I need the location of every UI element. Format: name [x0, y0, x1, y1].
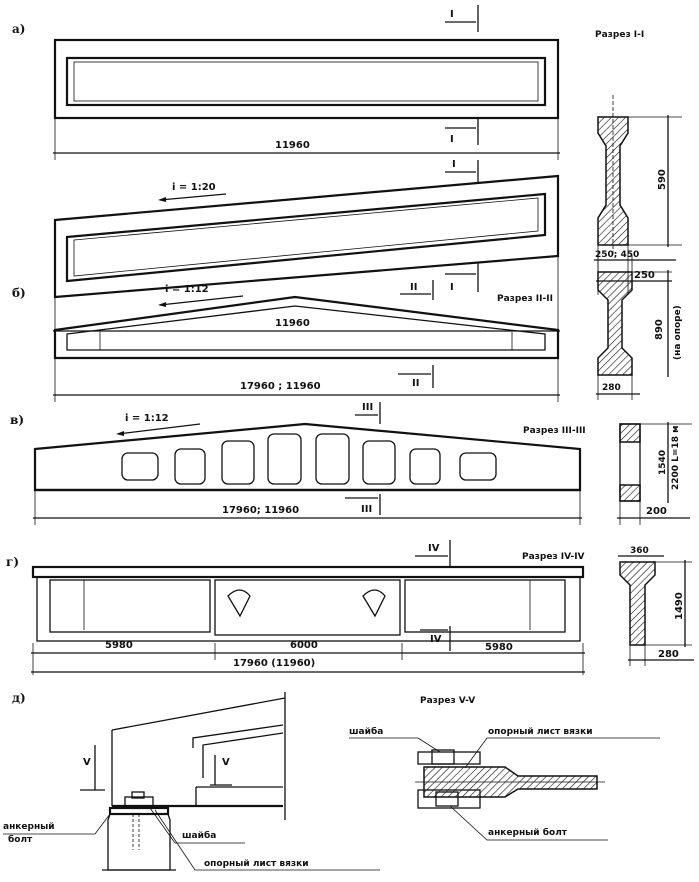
slope-indicator: i = 1:20	[158, 182, 227, 202]
svg-text:болт: болт	[8, 834, 33, 845]
svg-text:I: I	[450, 282, 454, 293]
panel-label: в)	[10, 413, 24, 427]
svg-text:опорный лист вязки: опорный лист вязки	[204, 859, 309, 869]
svg-text:6000: 6000	[290, 640, 318, 651]
panel-label: а)	[12, 22, 25, 36]
svg-text:2200 L=18 м: 2200 L=18 м	[671, 426, 681, 490]
straight-beam	[53, 38, 560, 120]
svg-text:590: 590	[657, 169, 668, 190]
dimension-length: 17960; 11960	[33, 490, 582, 525]
section-mark: IV IV	[415, 540, 451, 651]
panel-b: б) i = 1:12 II II 17960 ; 11960 Разрез I…	[12, 250, 683, 402]
panel-d: г) IV IV 5980 6000 5980 17960 (11960) Ра…	[6, 540, 694, 675]
svg-text:11960: 11960	[275, 140, 310, 151]
svg-text:11960: 11960	[275, 318, 310, 329]
lattice-beam	[33, 422, 582, 492]
section-v-v: шайба опорный лист вязки анкерный болт	[349, 726, 660, 841]
dimension-length: 17960 ; 11960	[53, 358, 560, 402]
svg-text:17960 ; 11960: 17960 ; 11960	[240, 381, 321, 392]
svg-text:анкерный: анкерный	[3, 822, 55, 832]
svg-text:17960 (11960): 17960 (11960)	[233, 658, 315, 669]
svg-text:250; 450: 250; 450	[595, 250, 639, 260]
svg-text:280: 280	[658, 649, 679, 660]
section-title: Разрез III-III	[523, 426, 586, 436]
section-mark: II II	[398, 280, 434, 389]
svg-text:360: 360	[630, 546, 649, 556]
svg-text:анкерный болт: анкерный болт	[488, 827, 568, 838]
section-i-i: 590 250	[596, 95, 682, 295]
svg-text:IV: IV	[428, 543, 440, 554]
svg-text:шайба: шайба	[182, 830, 216, 841]
svg-text:III: III	[362, 402, 373, 413]
svg-text:V: V	[83, 757, 91, 768]
slope-indicator: i = 1:12	[116, 413, 201, 436]
svg-text:17960; 11960: 17960; 11960	[222, 505, 299, 516]
svg-text:5980: 5980	[105, 640, 133, 651]
svg-text:I: I	[450, 9, 454, 20]
section-title: Разрез II-II	[497, 294, 553, 304]
panel-a: а) I I 11960 i = 1:20 I I 11960 Разрез I…	[12, 5, 682, 338]
svg-text:i = 1:12: i = 1:12	[125, 413, 169, 424]
svg-text:890: 890	[654, 319, 665, 340]
panel-label: б)	[12, 286, 26, 300]
svg-text:IV: IV	[430, 634, 442, 645]
panel-e: д) V V анкерный болт шайба опорный лист …	[3, 691, 660, 871]
section-ii-ii: 250; 450 890 (на опоре) 280	[594, 250, 683, 400]
svg-text:III: III	[361, 504, 372, 515]
slope-indicator: i = 1:12	[158, 284, 244, 307]
trapezoid-beam	[53, 295, 560, 360]
svg-text:200: 200	[646, 506, 667, 517]
svg-text:(на опоре): (на опоре)	[673, 305, 683, 360]
svg-text:I: I	[450, 134, 454, 145]
section-title: Разрез V-V	[420, 696, 475, 706]
svg-text:V: V	[222, 757, 230, 768]
svg-text:1490: 1490	[674, 592, 685, 620]
svg-text:опорный лист вязки: опорный лист вязки	[488, 727, 593, 737]
callouts-left: анкерный болт шайба опорный лист вязки	[3, 807, 380, 871]
support-node: V V	[80, 692, 286, 871]
svg-text:i = 1:20: i = 1:20	[172, 182, 216, 193]
dimension-spans: 5980 6000 5980 17960 (11960)	[31, 640, 585, 675]
dimension-length-2: 11960	[53, 256, 560, 338]
svg-text:250: 250	[634, 270, 655, 281]
section-mark-sloped: I I	[445, 159, 479, 293]
svg-text:5980: 5980	[485, 642, 513, 653]
section-title: Разрез I-I	[595, 30, 644, 40]
svg-text:280: 280	[602, 383, 621, 393]
panel-label: д)	[12, 691, 26, 705]
section-mark-top: I I	[445, 5, 479, 145]
svg-text:шайба: шайба	[349, 726, 383, 737]
svg-text:i = 1:12: i = 1:12	[165, 284, 209, 295]
section-iii-iii: 1540 2200 L=18 м 200	[617, 422, 692, 525]
svg-text:1540: 1540	[658, 450, 668, 475]
svg-text:II: II	[412, 378, 419, 389]
dimension-length: 11960	[53, 118, 560, 160]
truss-beam	[31, 565, 585, 642]
section-title: Разрез IV-IV	[522, 552, 585, 562]
svg-text:I: I	[452, 159, 456, 170]
svg-text:II: II	[410, 282, 417, 293]
panel-label: г)	[6, 555, 19, 569]
section-iv-iv: 360 1490 280	[618, 546, 694, 666]
panel-c: в) i = 1:12 III III 17960; 11960 Разрез …	[10, 402, 692, 525]
section-mark: III III	[345, 402, 381, 515]
sloped-beam	[53, 174, 560, 299]
